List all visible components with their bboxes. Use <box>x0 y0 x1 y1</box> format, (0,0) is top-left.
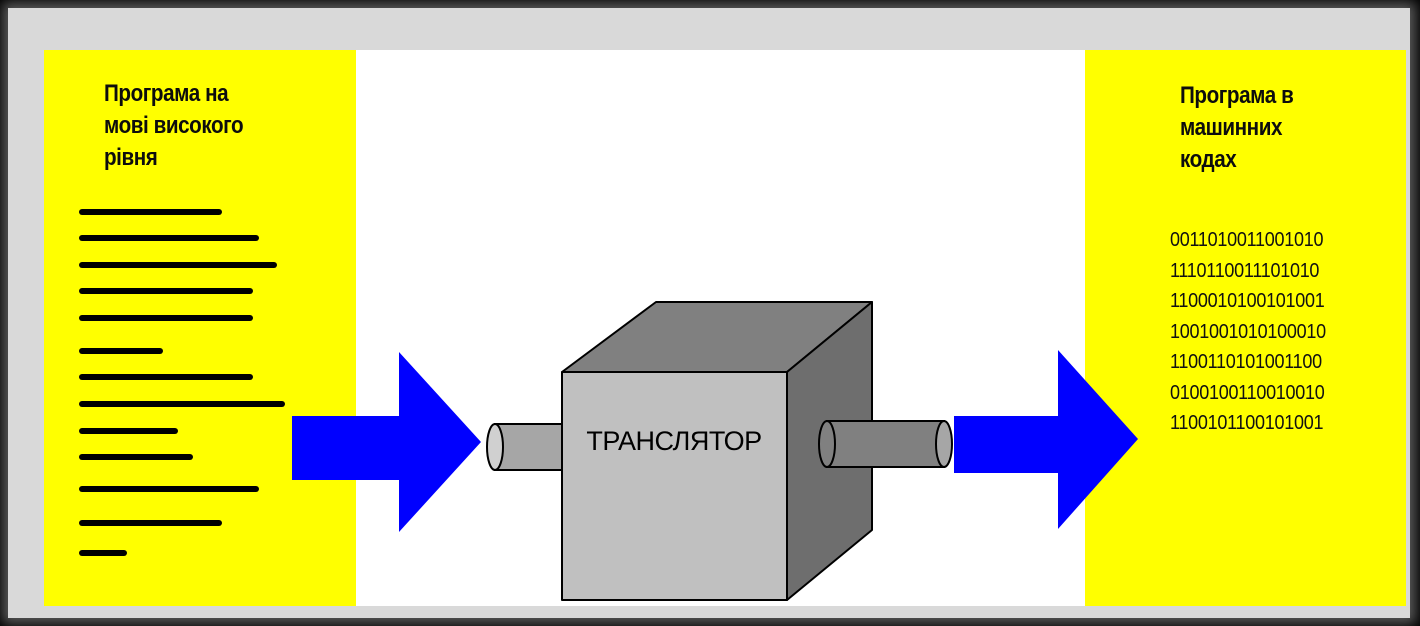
translator-box-front <box>561 371 788 601</box>
diagram-stage: Програма на мові високого рівня Програма… <box>44 50 1406 606</box>
input-arrow <box>292 352 481 532</box>
machine-code-line: 1110110011101010 <box>1170 259 1320 282</box>
translation-diagram: ТРАНСЛЯТОР <box>79 209 1138 601</box>
translator-label: ТРАНСЛЯТОР <box>586 426 761 456</box>
machine-code-line: 1100110101001100 <box>1170 351 1322 373</box>
source-code-bars <box>79 209 285 556</box>
translator-box <box>561 301 873 601</box>
machine-code-line: 0100100110010010 <box>1170 381 1325 404</box>
output-pipe <box>818 420 953 468</box>
machine-code-line: 0011010011001010 <box>1170 229 1324 251</box>
machine-code-line: 1001001010100010 <box>1170 320 1326 343</box>
output-arrow <box>954 350 1138 529</box>
machine-code-panel: Програма в машинних кодах 00110100110010… <box>1085 50 1406 606</box>
source-program-panel: Програма на мові високого рівня <box>44 50 356 606</box>
machine-code-line: 1100101100101001 <box>1170 412 1324 434</box>
input-pipe <box>486 423 566 471</box>
slide-frame: Програма на мові високого рівня Програма… <box>8 8 1410 618</box>
source-program-title: Програма на мові високого рівня <box>104 80 244 171</box>
machine-code-title: Програма в машинних кодах <box>1180 82 1294 173</box>
machine-code-line: 1100010100101001 <box>1170 290 1325 312</box>
machine-code-lines: 0011010011001010 1110110011101010 110001… <box>1170 225 1343 439</box>
